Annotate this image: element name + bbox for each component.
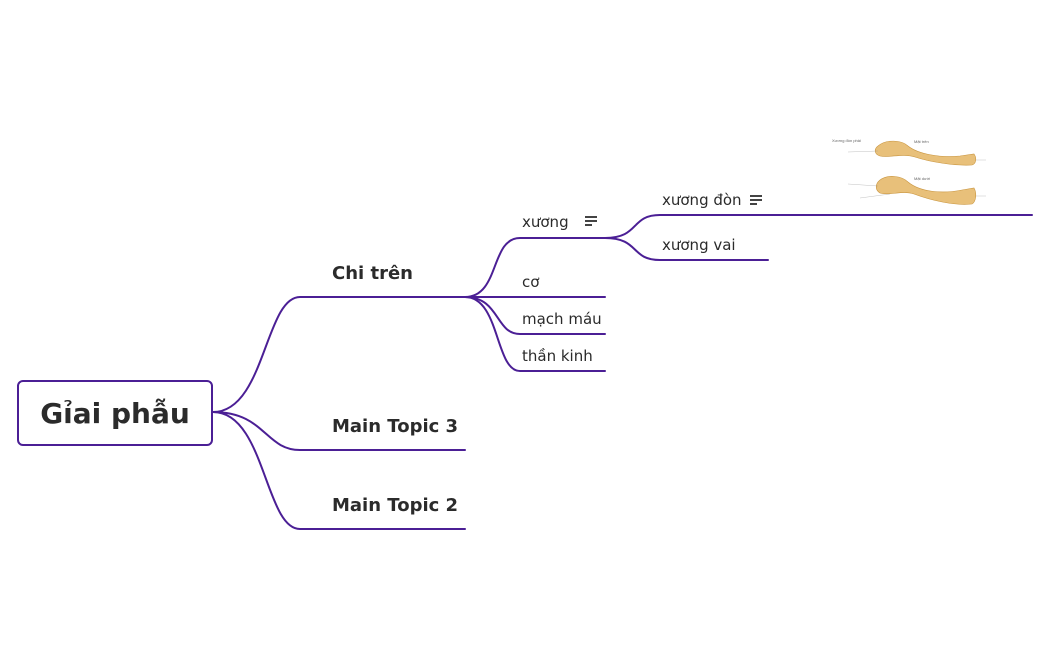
main-topic-chi-tren[interactable]: Chi trên [332,263,413,284]
branch-root-main-topic-3 [212,411,466,451]
image-label-bottom: Mặt dưới [914,176,930,181]
clavicle-anatomy-image[interactable]: Xương đòn phải Mặt trên Mặt dưới [830,136,1000,212]
branch-root-main-topic-2 [212,411,466,530]
subtopic-xuong[interactable]: xương [522,213,569,231]
clavicle-bottom-view [875,176,977,205]
subtopic-co[interactable]: cơ [522,273,540,291]
branch-root-chi-tren [212,296,466,413]
main-topic-2[interactable]: Main Topic 2 [332,495,459,516]
image-label-top: Mặt trên [914,139,929,144]
notes-icon[interactable] [585,216,597,226]
branch-xuong-xuong-don [604,214,1033,239]
branch-chi-tren-mach-mau [464,296,606,335]
subtopic-xuong-vai[interactable]: xương vai [662,236,736,254]
central-topic-label: Gỉai phẫu [40,396,190,430]
clavicle-top-view [874,140,977,166]
main-topic-3[interactable]: Main Topic 3 [332,416,459,437]
branch-xuong-xuong-vai [604,237,769,261]
branch-chi-tren-xuong [464,237,606,298]
notes-icon[interactable] [750,195,762,205]
subtopic-than-kinh[interactable]: thần kinh [522,347,593,365]
central-topic[interactable]: Gỉai phẫu [17,380,213,446]
subtopic-xuong-don[interactable]: xương đòn [662,191,742,209]
branch-chi-tren-than-kinh [464,296,606,372]
image-title: Xương đòn phải [832,138,861,143]
subtopic-mach-mau[interactable]: mạch máu [522,310,602,328]
